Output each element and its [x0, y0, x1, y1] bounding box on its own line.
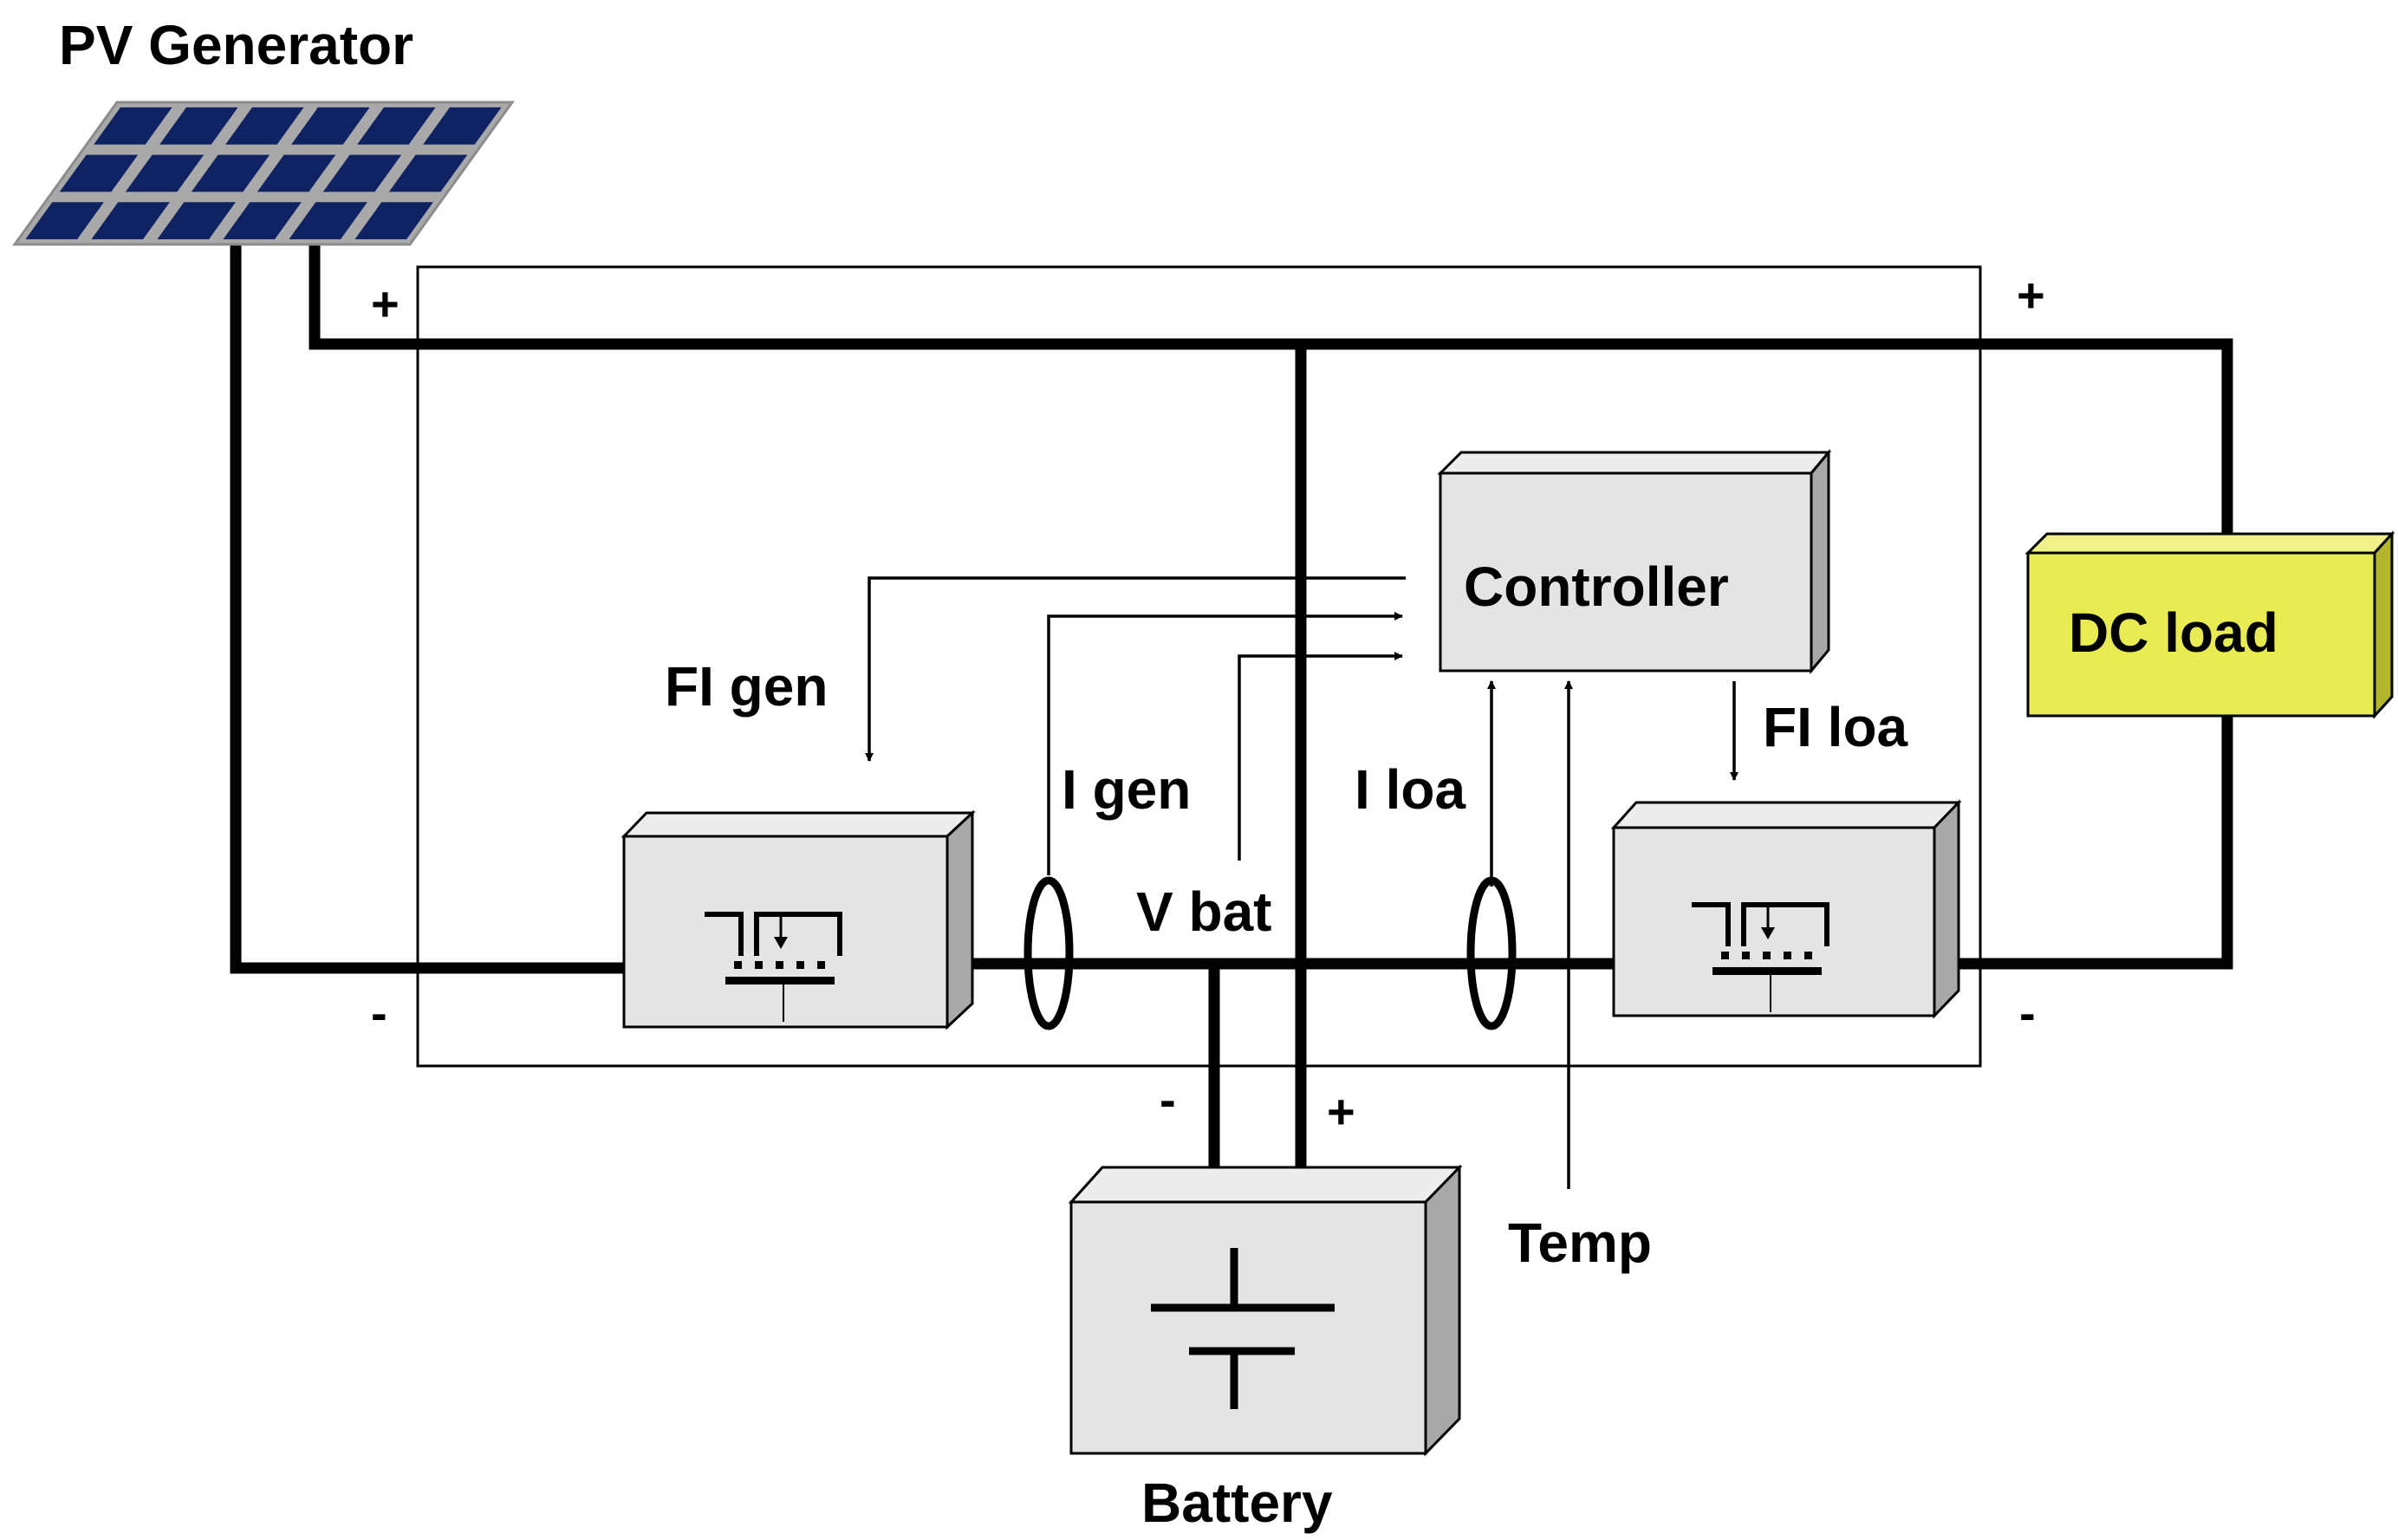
- solar-cell: [291, 107, 370, 145]
- signal-lines: [865, 576, 1738, 1189]
- fi-gen-label: FI gen: [665, 655, 828, 718]
- load-switch-box: [1610, 799, 1962, 1019]
- pv-positive-wire: [309, 243, 2233, 540]
- generator-switch-box: [621, 809, 976, 1030]
- battery-minus-sign: -: [1160, 1072, 1176, 1127]
- solar-cell: [225, 107, 304, 145]
- solar-cell: [125, 154, 205, 192]
- battery-box: [1068, 1164, 1463, 1457]
- solar-cell: [357, 107, 436, 145]
- solar-cell: [191, 154, 270, 192]
- controller-enclosure: [416, 265, 1982, 1068]
- solar-cell: [157, 202, 236, 240]
- battery-plus-sign: +: [1327, 1084, 1355, 1139]
- solar-cell: [354, 202, 433, 240]
- solar-cell: [423, 107, 502, 145]
- controller-label: Controller: [1464, 556, 1729, 618]
- pv-negative-wire: [230, 243, 624, 974]
- solar-cell: [388, 154, 468, 192]
- load-plus-sign: +: [2017, 268, 2045, 322]
- solar-cell: [159, 107, 238, 145]
- fi-loa-label: FI loa: [1763, 696, 1908, 758]
- mosfet-switch-icon: [705, 912, 842, 1022]
- mosfet-switch-icon: [1692, 902, 1829, 1012]
- solar-cell: [91, 202, 170, 240]
- pv-generator-label: PV Generator: [59, 14, 413, 76]
- solar-cell: [223, 202, 302, 240]
- v-bat-label: V bat: [1136, 880, 1271, 943]
- battery-label: Battery: [1141, 1472, 1333, 1534]
- fi-gen-signal-line: [865, 576, 1406, 762]
- i-loa-label: I loa: [1355, 758, 1465, 821]
- temp-label: Temp: [1508, 1212, 1652, 1274]
- i-gen-signal-line: [1047, 612, 1403, 875]
- load-minus-sign: -: [2019, 985, 2036, 1040]
- solar-cell: [322, 154, 402, 192]
- pv-plus-sign: +: [371, 276, 400, 331]
- dc-load-label: DC load: [2069, 601, 2278, 664]
- power-wiring: [230, 243, 2233, 1189]
- solar-panel-icon: [12, 101, 515, 246]
- solar-cell: [257, 154, 336, 192]
- i-gen-label: I gen: [1062, 758, 1191, 821]
- v-bat-signal-line: [1238, 652, 1403, 861]
- dc-load-box: [2024, 530, 2395, 719]
- solar-cell: [94, 107, 172, 145]
- solar-cell: [289, 202, 367, 240]
- controller-box: [1437, 448, 1832, 675]
- load-negative-wire: [1959, 712, 2233, 970]
- i-loa-current-sensor-icon: [1466, 876, 1517, 1030]
- solar-cell: [25, 202, 104, 240]
- pv-minus-sign: -: [371, 985, 387, 1040]
- solar-cell: [59, 154, 139, 192]
- battery-symbol-icon: [1151, 1248, 1335, 1409]
- i-gen-current-sensor-icon: [1024, 876, 1074, 1030]
